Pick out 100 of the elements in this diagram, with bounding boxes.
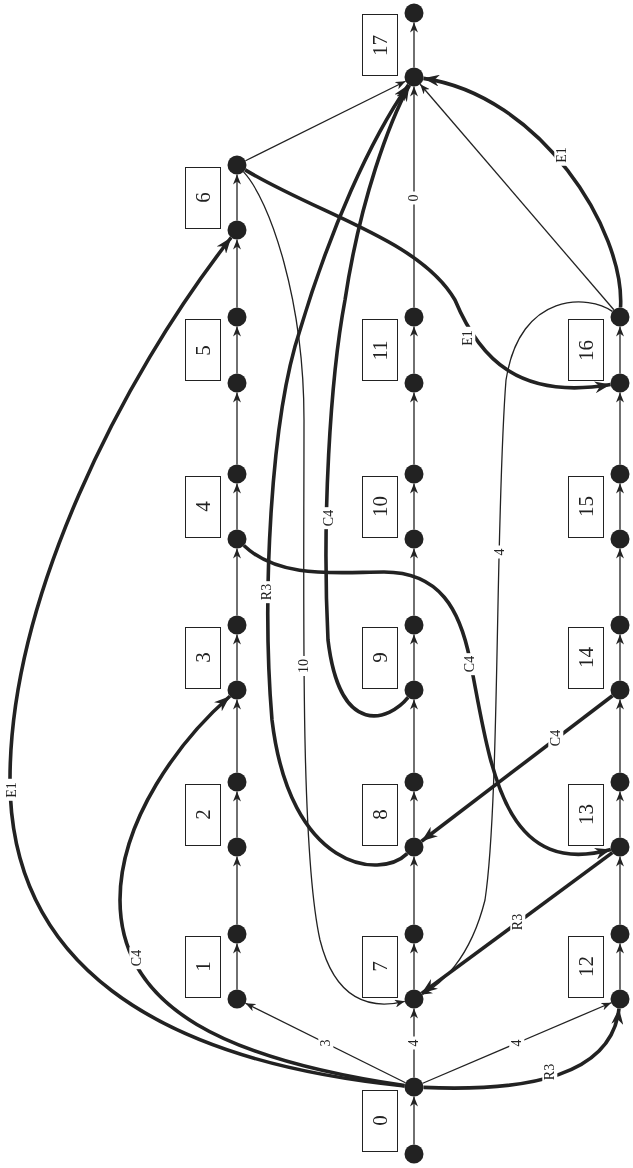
activity-number: 5 bbox=[185, 319, 221, 381]
event-dot bbox=[404, 772, 424, 792]
arrow bbox=[410, 85, 418, 309]
event-dot bbox=[404, 1144, 424, 1164]
event-dot bbox=[610, 837, 630, 857]
activity-number: 3 bbox=[185, 626, 221, 689]
arrow bbox=[266, 83, 411, 867]
activity-number: 7 bbox=[362, 935, 398, 998]
arrow bbox=[8, 236, 405, 1088]
event-dot bbox=[404, 529, 424, 549]
edge-label: 4 bbox=[509, 1036, 525, 1050]
event-dot bbox=[227, 373, 247, 393]
activity-number: 4 bbox=[185, 475, 221, 538]
event-dot bbox=[610, 680, 630, 700]
arrow bbox=[410, 21, 418, 69]
event-dot bbox=[404, 989, 424, 1009]
event-dot bbox=[404, 3, 424, 23]
event-dot bbox=[610, 529, 630, 549]
arrow bbox=[410, 942, 418, 991]
activity-number: 1 bbox=[185, 935, 221, 998]
arrow bbox=[410, 633, 418, 682]
arrow bbox=[422, 1002, 612, 1084]
arrow bbox=[233, 698, 241, 774]
event-dot bbox=[404, 464, 424, 484]
arrow bbox=[233, 325, 241, 375]
arrow bbox=[616, 855, 624, 926]
arrow bbox=[324, 84, 411, 718]
edge-label: C4 bbox=[462, 652, 478, 676]
arrow bbox=[410, 391, 418, 466]
event-dot bbox=[227, 837, 247, 857]
activity-number: 2 bbox=[185, 783, 221, 846]
event-dot bbox=[404, 307, 424, 327]
event-dot bbox=[227, 924, 247, 944]
activity-number: 17 bbox=[362, 14, 398, 76]
activity-number: 0 bbox=[362, 1089, 398, 1152]
arrow bbox=[616, 482, 624, 531]
arrow bbox=[616, 633, 624, 682]
event-dot bbox=[227, 220, 247, 240]
arrow bbox=[616, 391, 624, 466]
activity-number: 15 bbox=[568, 475, 604, 538]
activity-number: 6 bbox=[185, 166, 221, 229]
arrow bbox=[420, 851, 614, 995]
arrow bbox=[410, 547, 418, 617]
arrow bbox=[242, 171, 406, 1008]
event-dot bbox=[610, 772, 630, 792]
arrow bbox=[616, 547, 624, 617]
activity-number: 14 bbox=[568, 626, 604, 689]
activity-number: 10 bbox=[362, 475, 398, 538]
arrow bbox=[616, 325, 624, 375]
arrow bbox=[244, 80, 407, 162]
event-dot bbox=[610, 615, 630, 635]
arrow bbox=[410, 325, 418, 375]
activity-number: 12 bbox=[568, 935, 604, 998]
event-dot bbox=[227, 615, 247, 635]
arrow bbox=[410, 1007, 418, 1079]
arrow bbox=[233, 790, 241, 839]
event-dot bbox=[227, 307, 247, 327]
event-dot bbox=[227, 989, 247, 1009]
arrow bbox=[410, 1095, 418, 1146]
arrow bbox=[233, 238, 241, 309]
event-dot bbox=[610, 989, 630, 1009]
event-dot bbox=[610, 307, 630, 327]
activity-number: 8 bbox=[362, 783, 398, 846]
event-dot bbox=[404, 837, 424, 857]
arrow bbox=[244, 168, 611, 393]
activity-number: 13 bbox=[568, 783, 604, 846]
event-dot bbox=[227, 680, 247, 700]
event-dot bbox=[227, 772, 247, 792]
arrow bbox=[244, 1002, 407, 1084]
event-dot bbox=[610, 464, 630, 484]
arrow bbox=[410, 855, 418, 926]
arrow bbox=[118, 694, 405, 1088]
event-dot bbox=[227, 155, 247, 175]
activity-number: 11 bbox=[362, 319, 398, 381]
event-dot bbox=[404, 1077, 424, 1097]
arrow bbox=[410, 482, 418, 531]
arrow bbox=[233, 547, 241, 617]
arrow bbox=[410, 790, 418, 839]
arrow bbox=[616, 698, 624, 774]
arrow bbox=[233, 173, 241, 222]
arrow bbox=[420, 694, 614, 843]
arrow bbox=[421, 301, 613, 996]
activity-number: 9 bbox=[362, 626, 398, 689]
arrow bbox=[410, 698, 418, 774]
arrow bbox=[233, 391, 241, 466]
activity-number: 16 bbox=[568, 319, 604, 381]
arrow bbox=[233, 482, 241, 531]
event-dot bbox=[227, 529, 247, 549]
arrow bbox=[616, 942, 624, 991]
event-dot bbox=[610, 373, 630, 393]
edge-label: E1 bbox=[460, 327, 476, 349]
event-dot bbox=[404, 615, 424, 635]
arrow bbox=[233, 633, 241, 682]
arrow bbox=[233, 942, 241, 991]
edge-label: 3 bbox=[318, 1036, 334, 1050]
event-dot bbox=[227, 464, 247, 484]
event-dot bbox=[610, 924, 630, 944]
event-dot bbox=[404, 67, 424, 87]
event-dot bbox=[404, 680, 424, 700]
event-dot bbox=[404, 924, 424, 944]
